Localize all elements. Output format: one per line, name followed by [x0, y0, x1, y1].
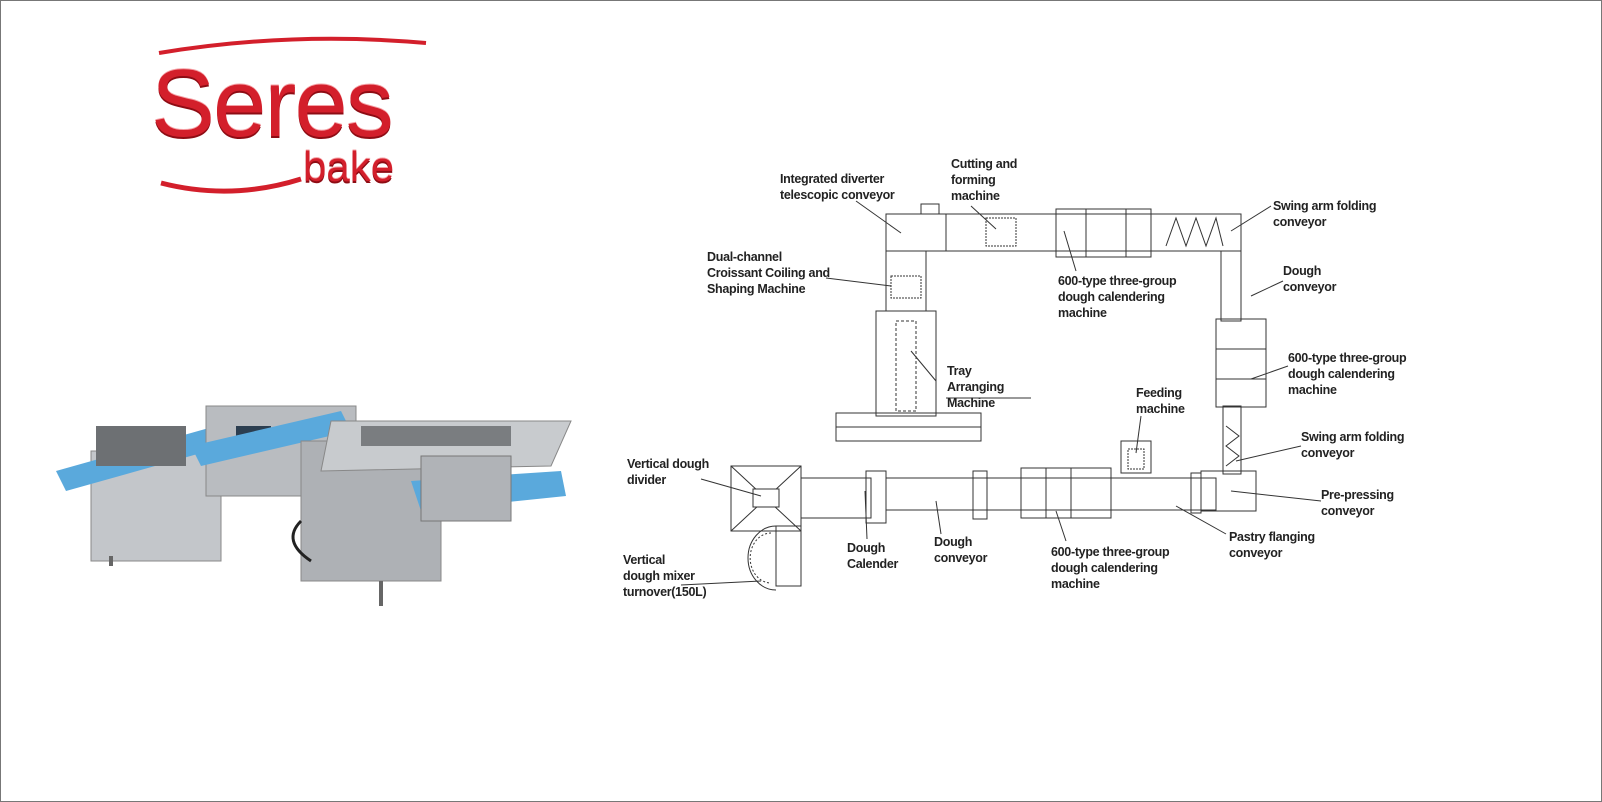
left-line — [835, 250, 982, 442]
top-line — [885, 203, 1242, 258]
logo-bake: bake — [303, 143, 395, 190]
leader-lines — [680, 200, 1322, 586]
bottom-line — [730, 440, 1257, 591]
machine-photo — [46, 366, 596, 621]
right-line — [1215, 250, 1267, 475]
logo-swooshes — [158, 36, 427, 194]
logo-seres: Seres — [151, 50, 394, 157]
